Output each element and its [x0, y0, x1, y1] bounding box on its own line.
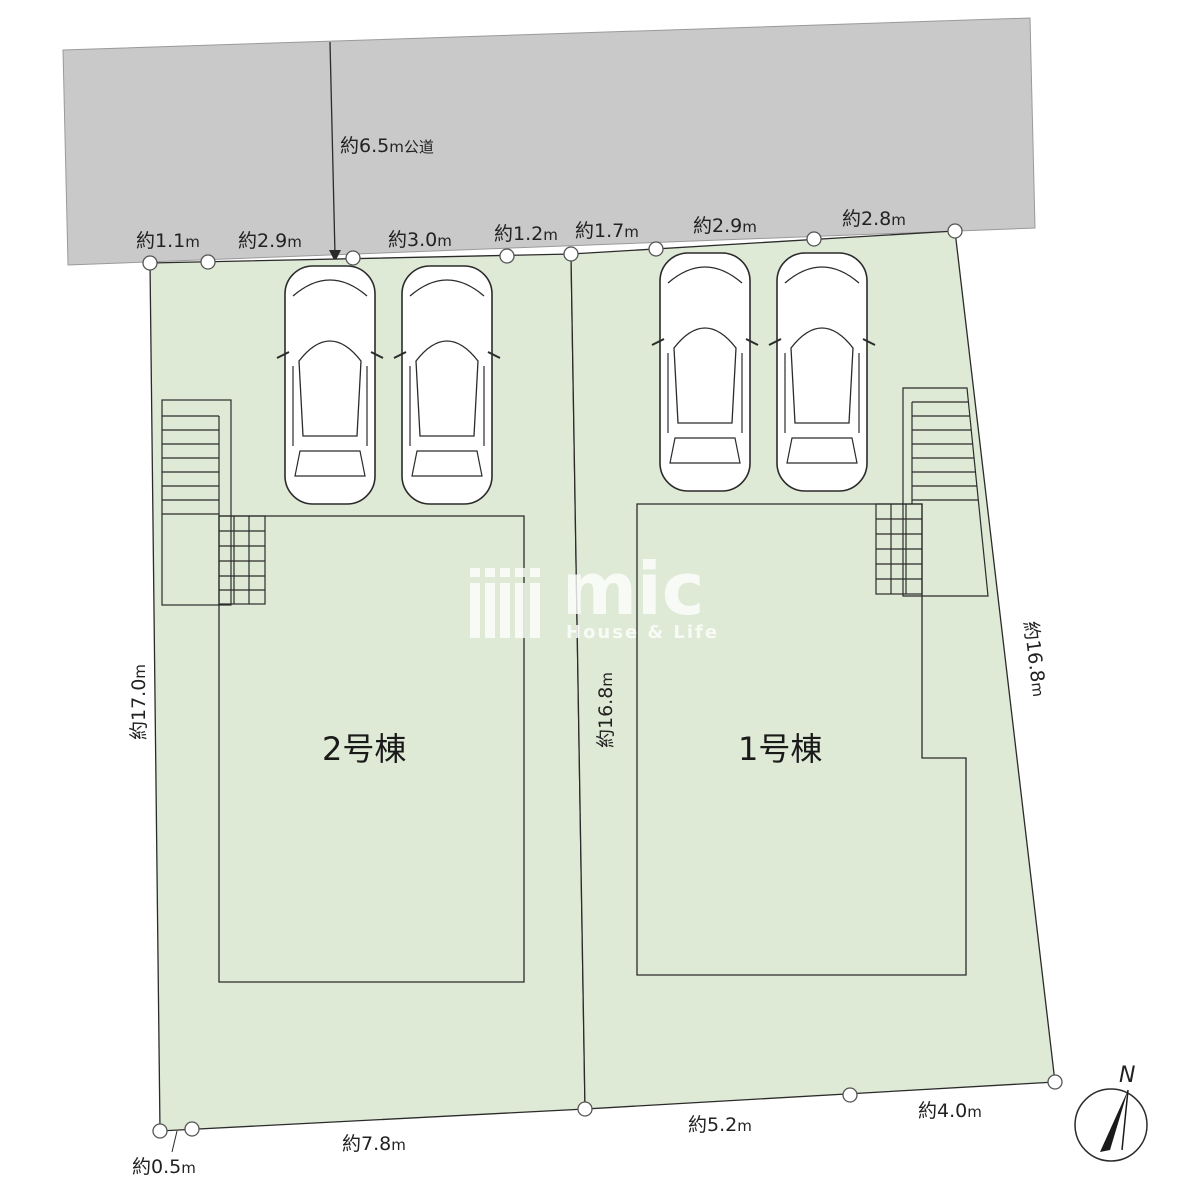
porch-tiles-2 — [218, 515, 266, 605]
road-width-label: 約6.5m公道 — [340, 135, 434, 157]
side-dim-right: 約16.8m — [1019, 620, 1050, 698]
frontage-dim-4: 約1.2m — [494, 223, 558, 245]
rear-dim-leader — [171, 1130, 178, 1153]
frontage-dim-1: 約1.1m — [136, 230, 200, 252]
parking-car-4 — [768, 252, 876, 492]
watermark-mark-icon — [470, 568, 540, 638]
parking-car-1 — [276, 265, 384, 505]
watermark-logo-text: mic — [562, 547, 704, 631]
watermark-sub-text: House & Life — [566, 622, 719, 643]
porch-tiles-1 — [875, 503, 923, 595]
watermark-logo: mic House & Life — [470, 547, 719, 643]
boundary-markers — [142, 223, 1063, 1139]
north-compass: N — [1074, 1063, 1148, 1162]
rear-dim-2: 約7.8m — [342, 1133, 406, 1155]
parking-car-3 — [651, 252, 759, 492]
side-dim-middle: 約16.8m — [595, 672, 617, 748]
building-1-label: 1号棟 — [738, 730, 822, 768]
rear-dim-4: 約4.0m — [918, 1100, 982, 1122]
side-dim-left: 約17.0m — [128, 664, 150, 740]
building-2-label: 2号棟 — [322, 730, 406, 768]
stairs-2 — [161, 399, 232, 606]
public-road — [62, 17, 1036, 266]
stairs-1 — [902, 387, 989, 597]
road-width-arrow — [329, 250, 341, 262]
frontage-dim-6: 約2.9m — [693, 215, 757, 237]
frontage-dim-5: 約1.7m — [575, 220, 639, 242]
rear-dim-1: 約0.5m — [132, 1156, 196, 1178]
frontage-dim-2: 約2.9m — [238, 230, 302, 252]
north-arrow-icon — [1100, 1090, 1128, 1152]
rear-dim-3: 約5.2m — [688, 1114, 752, 1136]
north-label: N — [1119, 1063, 1135, 1088]
frontage-dim-7: 約2.8m — [842, 208, 906, 230]
frontage-dim-3: 約3.0m — [388, 229, 452, 251]
parking-car-2 — [393, 265, 501, 505]
building-2-outline — [218, 515, 525, 983]
road-width-line — [329, 41, 336, 256]
